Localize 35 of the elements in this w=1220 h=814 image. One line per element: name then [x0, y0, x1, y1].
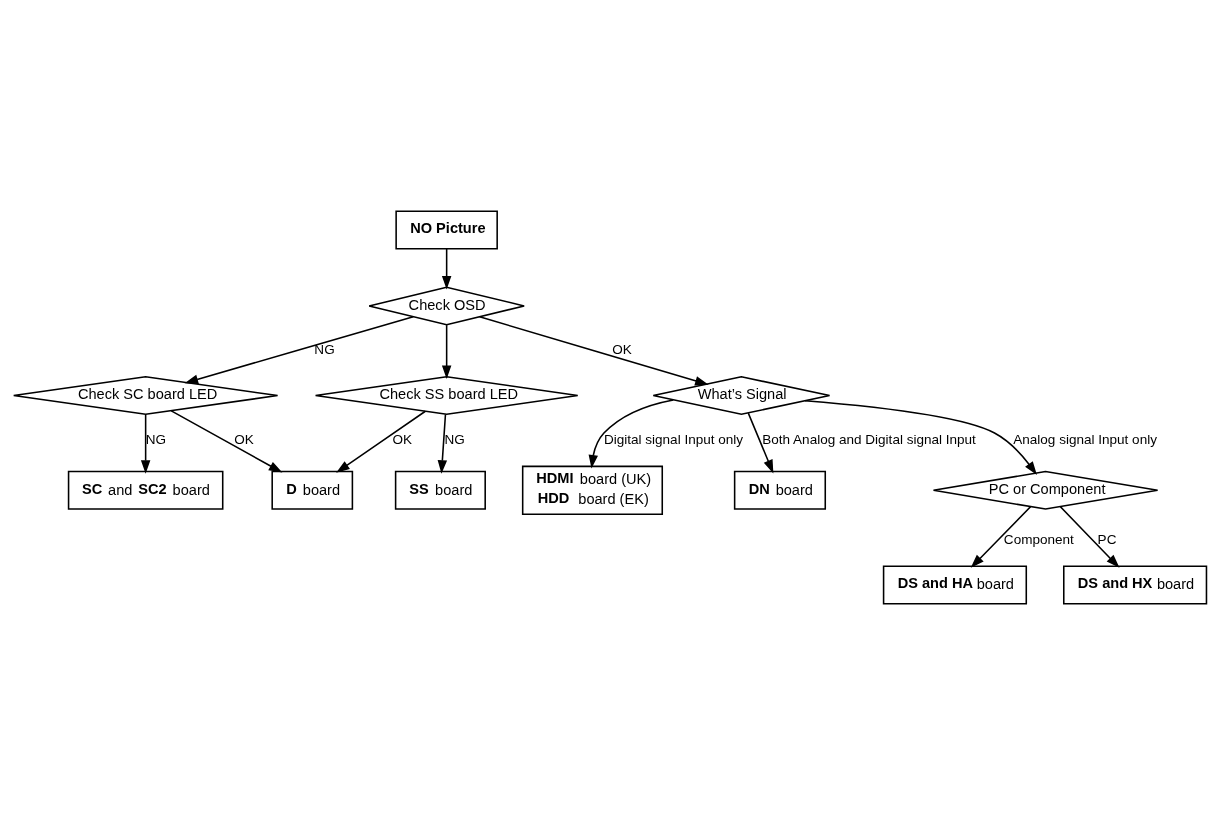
arrow	[170, 409, 283, 473]
edge-label: Component	[1003, 531, 1074, 547]
arrow	[804, 399, 1037, 475]
node-box: HDMI board (UK) HDD board (EK)	[521, 465, 664, 515]
arrow	[441, 247, 452, 290]
edge-label: OK	[234, 431, 254, 447]
node-box: SC and SC2 board	[67, 470, 224, 510]
node-box: NO Picture	[395, 209, 498, 249]
node-box: DS and HA board	[882, 565, 1028, 605]
edge-label: OK	[612, 341, 632, 357]
arrow	[140, 413, 151, 474]
edge-label: Both Analog and Digital signal Input	[762, 431, 976, 447]
arrow	[437, 413, 448, 474]
arrow	[1059, 505, 1120, 568]
arrow	[336, 409, 427, 473]
arrow	[747, 411, 774, 473]
edge-label: NG	[314, 341, 335, 357]
edge-label: PC	[1097, 531, 1117, 547]
node-box: D board	[271, 470, 354, 510]
arrow	[184, 315, 415, 384]
edge-label: OK	[392, 431, 413, 447]
arrow	[970, 505, 1032, 568]
node-box: DS and HX board	[1063, 565, 1208, 605]
edge-label: Digital signal Input only	[603, 431, 744, 447]
arrow	[588, 398, 675, 468]
node-box: SS board	[394, 470, 486, 510]
edge-label: Analog signal Input only	[1013, 431, 1157, 447]
edge-label: NG	[145, 431, 166, 447]
arrow	[478, 315, 709, 385]
arrow	[441, 323, 452, 379]
node-box: DN board	[733, 470, 827, 510]
node-diamond: Check OSD	[368, 285, 525, 325]
node-diamond: Check SS board LED	[314, 375, 579, 415]
node-diamond: PC or Component	[932, 470, 1159, 510]
edge-label: NG	[444, 431, 465, 447]
